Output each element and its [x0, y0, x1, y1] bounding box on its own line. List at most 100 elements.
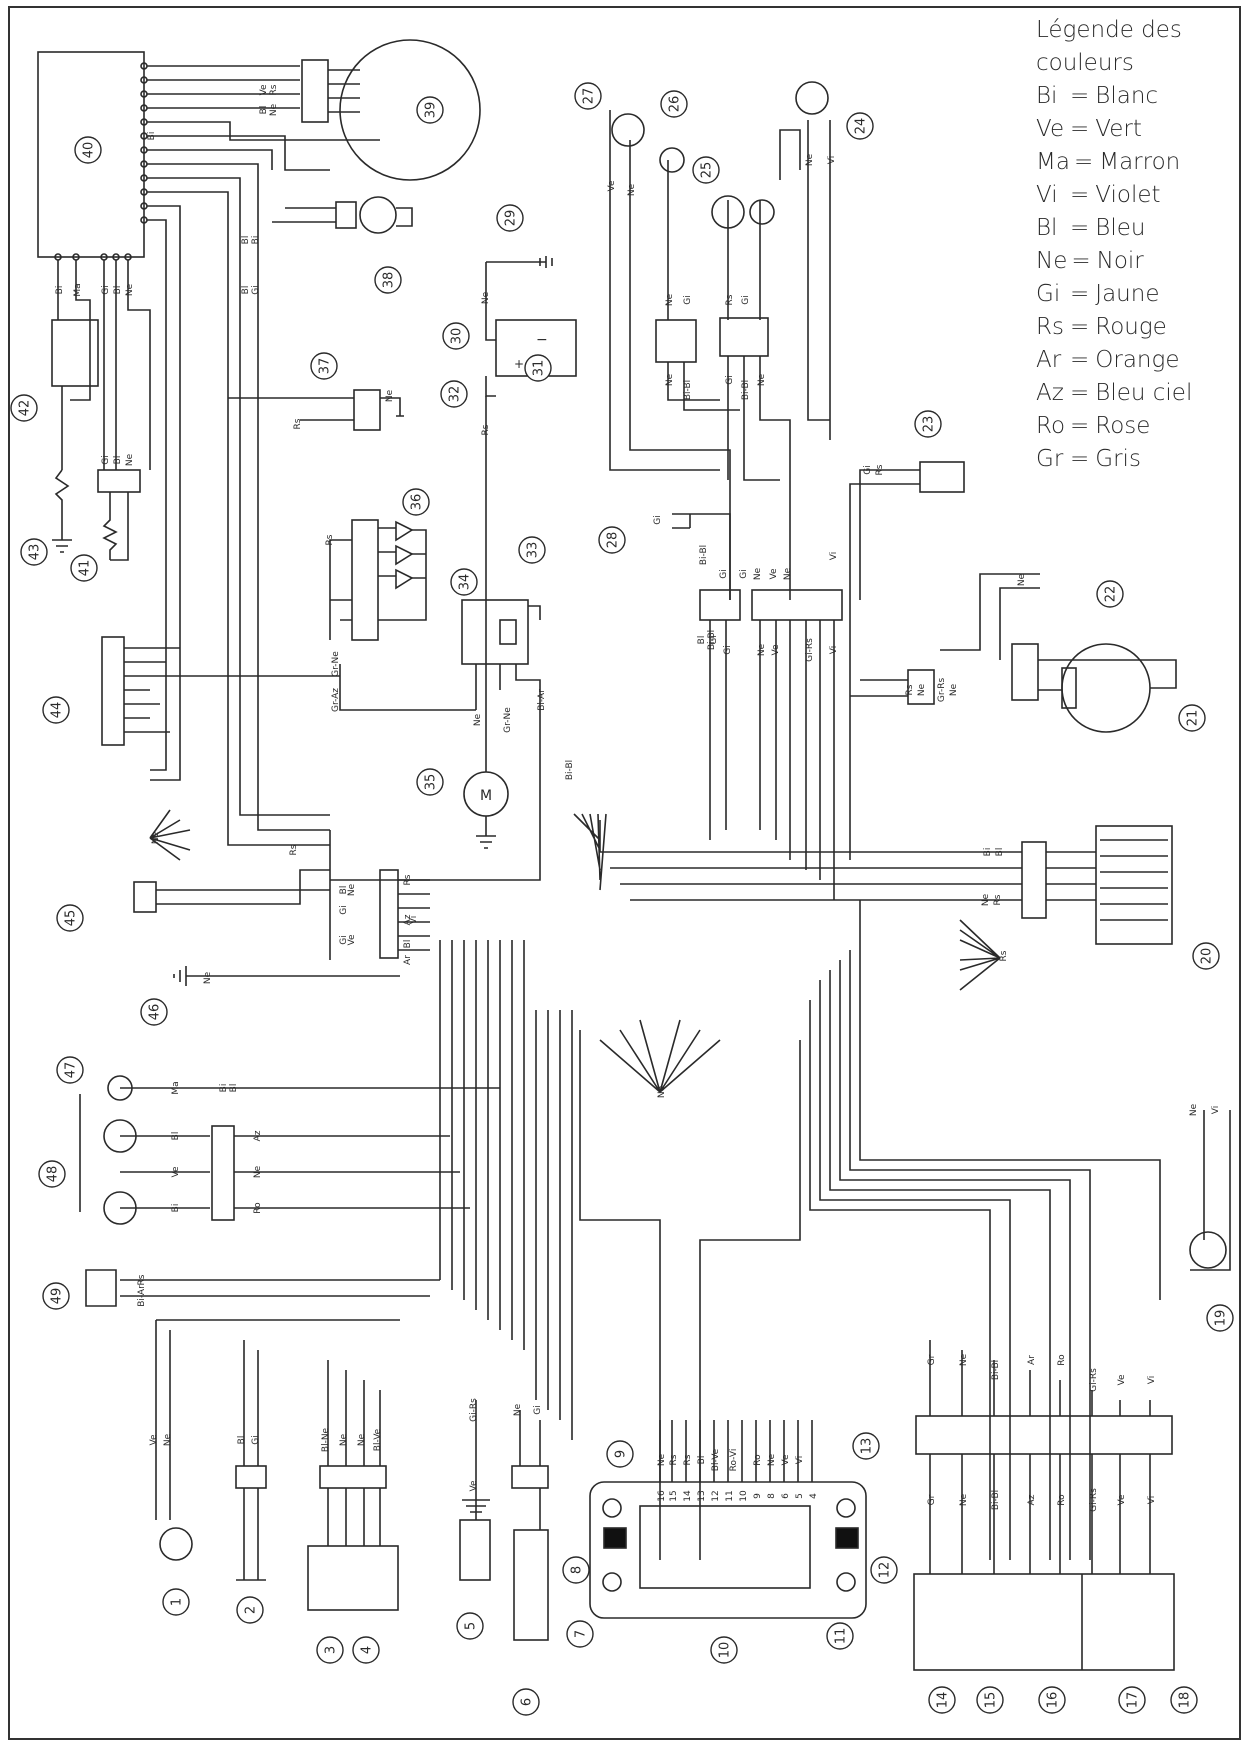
callout-number: 26: [668, 96, 683, 113]
callout-45: 45: [56, 904, 84, 932]
callout-30: 30: [442, 322, 470, 350]
connector-23: [919, 461, 965, 493]
callout-number: 8: [570, 1566, 585, 1574]
connector-25: [719, 317, 769, 357]
callout-25: 25: [692, 156, 720, 184]
callout-number: 20: [1200, 948, 1215, 965]
legend-code: Bi: [1036, 83, 1058, 109]
wire-label: Gi: [101, 285, 111, 294]
legend-title-line2: couleurs: [1036, 50, 1134, 76]
legend-equals: =: [1070, 281, 1090, 307]
legend-code: Ne: [1036, 248, 1068, 274]
callout-circle: [310, 352, 338, 380]
lamp-1: [159, 1527, 193, 1561]
legend-equals: =: [1073, 149, 1094, 175]
legend-color-name: Violet: [1095, 182, 1161, 208]
lamp-27: [611, 113, 645, 147]
callout-circle: [518, 536, 546, 564]
wire-label: Gi: [101, 455, 111, 464]
wire-label: Gr-Ne: [331, 651, 341, 677]
callout-circle: [352, 1636, 380, 1664]
callout-number: 11: [834, 1628, 849, 1645]
legend-entry: Bl=Bleu: [1036, 212, 1241, 245]
wire-label: Rs: [289, 844, 299, 855]
connector-37: [353, 389, 381, 431]
wire-label: Gi: [725, 375, 735, 384]
callout-circle: [512, 1688, 540, 1716]
wire-label: Ro: [1057, 1494, 1067, 1506]
connector-center-upper-2: [751, 589, 843, 621]
wire-label: Ne: [757, 643, 767, 656]
callout-number: 15: [984, 1692, 999, 1709]
callout-6: 6: [512, 1688, 540, 1716]
legend-equals: =: [1070, 83, 1090, 109]
wire-label: Ne: [269, 103, 279, 116]
light-unit-20: [1095, 825, 1173, 945]
legend-code: Bl: [1036, 215, 1058, 241]
callout-number: 23: [922, 416, 937, 433]
battery-minus: −: [536, 332, 548, 348]
wire-label: Ne: [151, 831, 161, 844]
callout-14: 14: [928, 1686, 956, 1714]
legend-code: Gi: [1036, 281, 1061, 307]
callout-circle: [1096, 580, 1124, 608]
wire-label: Ma: [73, 283, 83, 296]
wire-label: Ne: [917, 683, 927, 696]
callout-number: 29: [504, 210, 519, 227]
callout-number: 16: [1046, 1692, 1061, 1709]
callout-number: 33: [526, 542, 541, 559]
wire-label: Gi-Rs: [469, 1398, 479, 1422]
legend-color-name: Bleu ciel: [1095, 380, 1193, 406]
switch-assembly-14-18: [913, 1573, 1175, 1671]
wire-label: Bl: [229, 1084, 239, 1093]
wire-label: Rs: [905, 684, 915, 695]
wire-label: Gi: [741, 295, 751, 304]
legend-equals: =: [1071, 248, 1091, 274]
legend-entry: Gr=Gris: [1036, 443, 1241, 476]
callout-number: 14: [936, 1692, 951, 1709]
wire-label: Rs: [403, 874, 413, 885]
wire-label: Ve: [607, 180, 617, 191]
callout-circle: [846, 112, 874, 140]
callout-16: 16: [1038, 1686, 1066, 1714]
callout-11: 11: [826, 1622, 854, 1650]
legend-color-name: Rose: [1095, 413, 1151, 439]
wire-label: Rs: [293, 418, 303, 429]
lamp-26: [659, 147, 685, 173]
wire-label: Ve: [1117, 1374, 1127, 1385]
callout-circle: [440, 380, 468, 408]
wire-label: Ne: [949, 683, 959, 696]
wire-label: Gi: [339, 905, 349, 914]
wire-label: Vi: [409, 916, 419, 924]
wire-label: Gi: [723, 645, 733, 654]
connector-44: [101, 636, 125, 746]
wire-label: Ve: [769, 568, 779, 579]
callout-31: 31: [524, 354, 552, 382]
wire-label: Bi: [171, 1204, 181, 1213]
legend-color-name: Blanc: [1095, 83, 1159, 109]
wire-label: Bl: [697, 636, 707, 645]
callout-number: 44: [50, 702, 65, 719]
wire-label: Ne: [665, 293, 675, 306]
connector-pin-number: 10: [739, 1490, 749, 1502]
callout-circle: [42, 696, 70, 724]
wire-label: Ar: [403, 955, 413, 965]
connector-pin-number: 14: [683, 1490, 693, 1502]
connector-pin-number: 6: [781, 1493, 791, 1499]
wire-label: Gr: [927, 1494, 937, 1505]
callout-20: 20: [1192, 942, 1220, 970]
connector-3: [319, 1465, 387, 1489]
callout-circle: [606, 1440, 634, 1468]
starter-relay-34: [461, 599, 529, 665]
callout-circle: [1170, 1686, 1198, 1714]
wire-label: Ne: [657, 1085, 667, 1098]
wire-label: Gr: [927, 1354, 937, 1365]
wire-label: Vi: [1211, 1106, 1221, 1114]
lamp-19: [1189, 1231, 1227, 1269]
wire-label: Bl: [259, 106, 269, 115]
connector-pin-number: 13: [697, 1490, 707, 1501]
wire-label: Gi: [339, 935, 349, 944]
fan-motor-21: [1061, 643, 1151, 733]
legend-title-line1: Légende des: [1036, 17, 1182, 43]
